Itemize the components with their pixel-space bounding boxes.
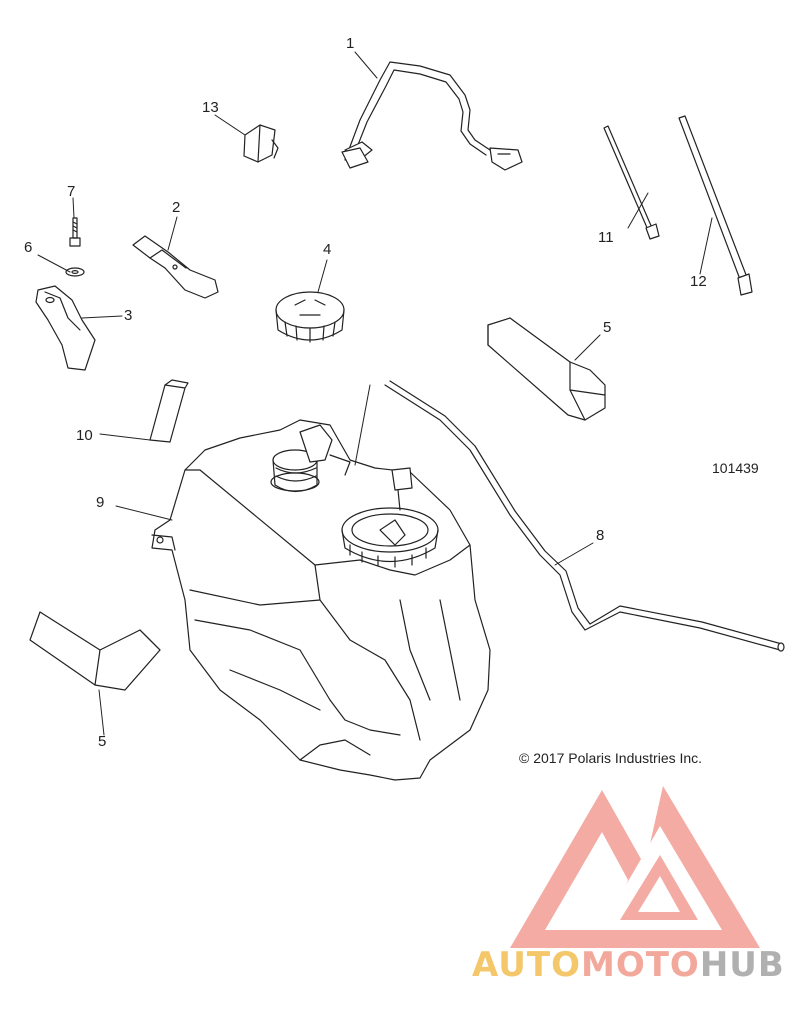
watermark-brand-text: AUTOMOTOHUB	[472, 945, 785, 985]
part-5-foam-strip-lower	[29, 611, 161, 691]
watermark-logo	[510, 786, 760, 948]
part-1-breather-hose	[341, 61, 523, 171]
part-4-fuel-cap	[275, 291, 345, 343]
leader-lines	[37, 51, 713, 736]
part-11-cable-tie	[603, 125, 660, 240]
callout-6: 6	[24, 239, 33, 256]
brand-auto: AUTO	[472, 945, 581, 985]
part-13-clip	[243, 124, 279, 163]
brand-hub: HUB	[699, 945, 785, 985]
part-6-washer	[65, 267, 85, 277]
brand-moto: MOTO	[580, 945, 700, 985]
callout-7: 7	[67, 183, 76, 200]
callout-1: 1	[346, 35, 355, 52]
callout-5-upper: 5	[603, 319, 612, 336]
part-3-bracket	[35, 285, 96, 371]
callout-5-lower: 5	[98, 733, 107, 750]
copyright-notice: © 2017 Polaris Industries Inc.	[519, 750, 703, 766]
callout-13: 13	[202, 99, 219, 116]
callout-2: 2	[172, 199, 181, 216]
callout-9: 9	[96, 494, 105, 511]
callout-11: 11	[598, 229, 614, 246]
part-7-bolt	[69, 217, 81, 247]
callout-10: 10	[76, 427, 93, 444]
callout-12: 12	[690, 273, 707, 290]
part-12-cable-tie	[678, 115, 753, 296]
part-2-bracket	[132, 235, 219, 299]
part-10-pad	[149, 379, 189, 443]
callout-8: 8	[596, 527, 605, 544]
callout-3: 3	[124, 307, 133, 324]
part-5-foam-pad-upper	[487, 317, 606, 421]
part-8-vent-line	[384, 380, 785, 652]
figure-number: 101439	[712, 460, 759, 476]
part-9-fuel-tank	[151, 419, 491, 781]
callout-4: 4	[323, 241, 332, 258]
